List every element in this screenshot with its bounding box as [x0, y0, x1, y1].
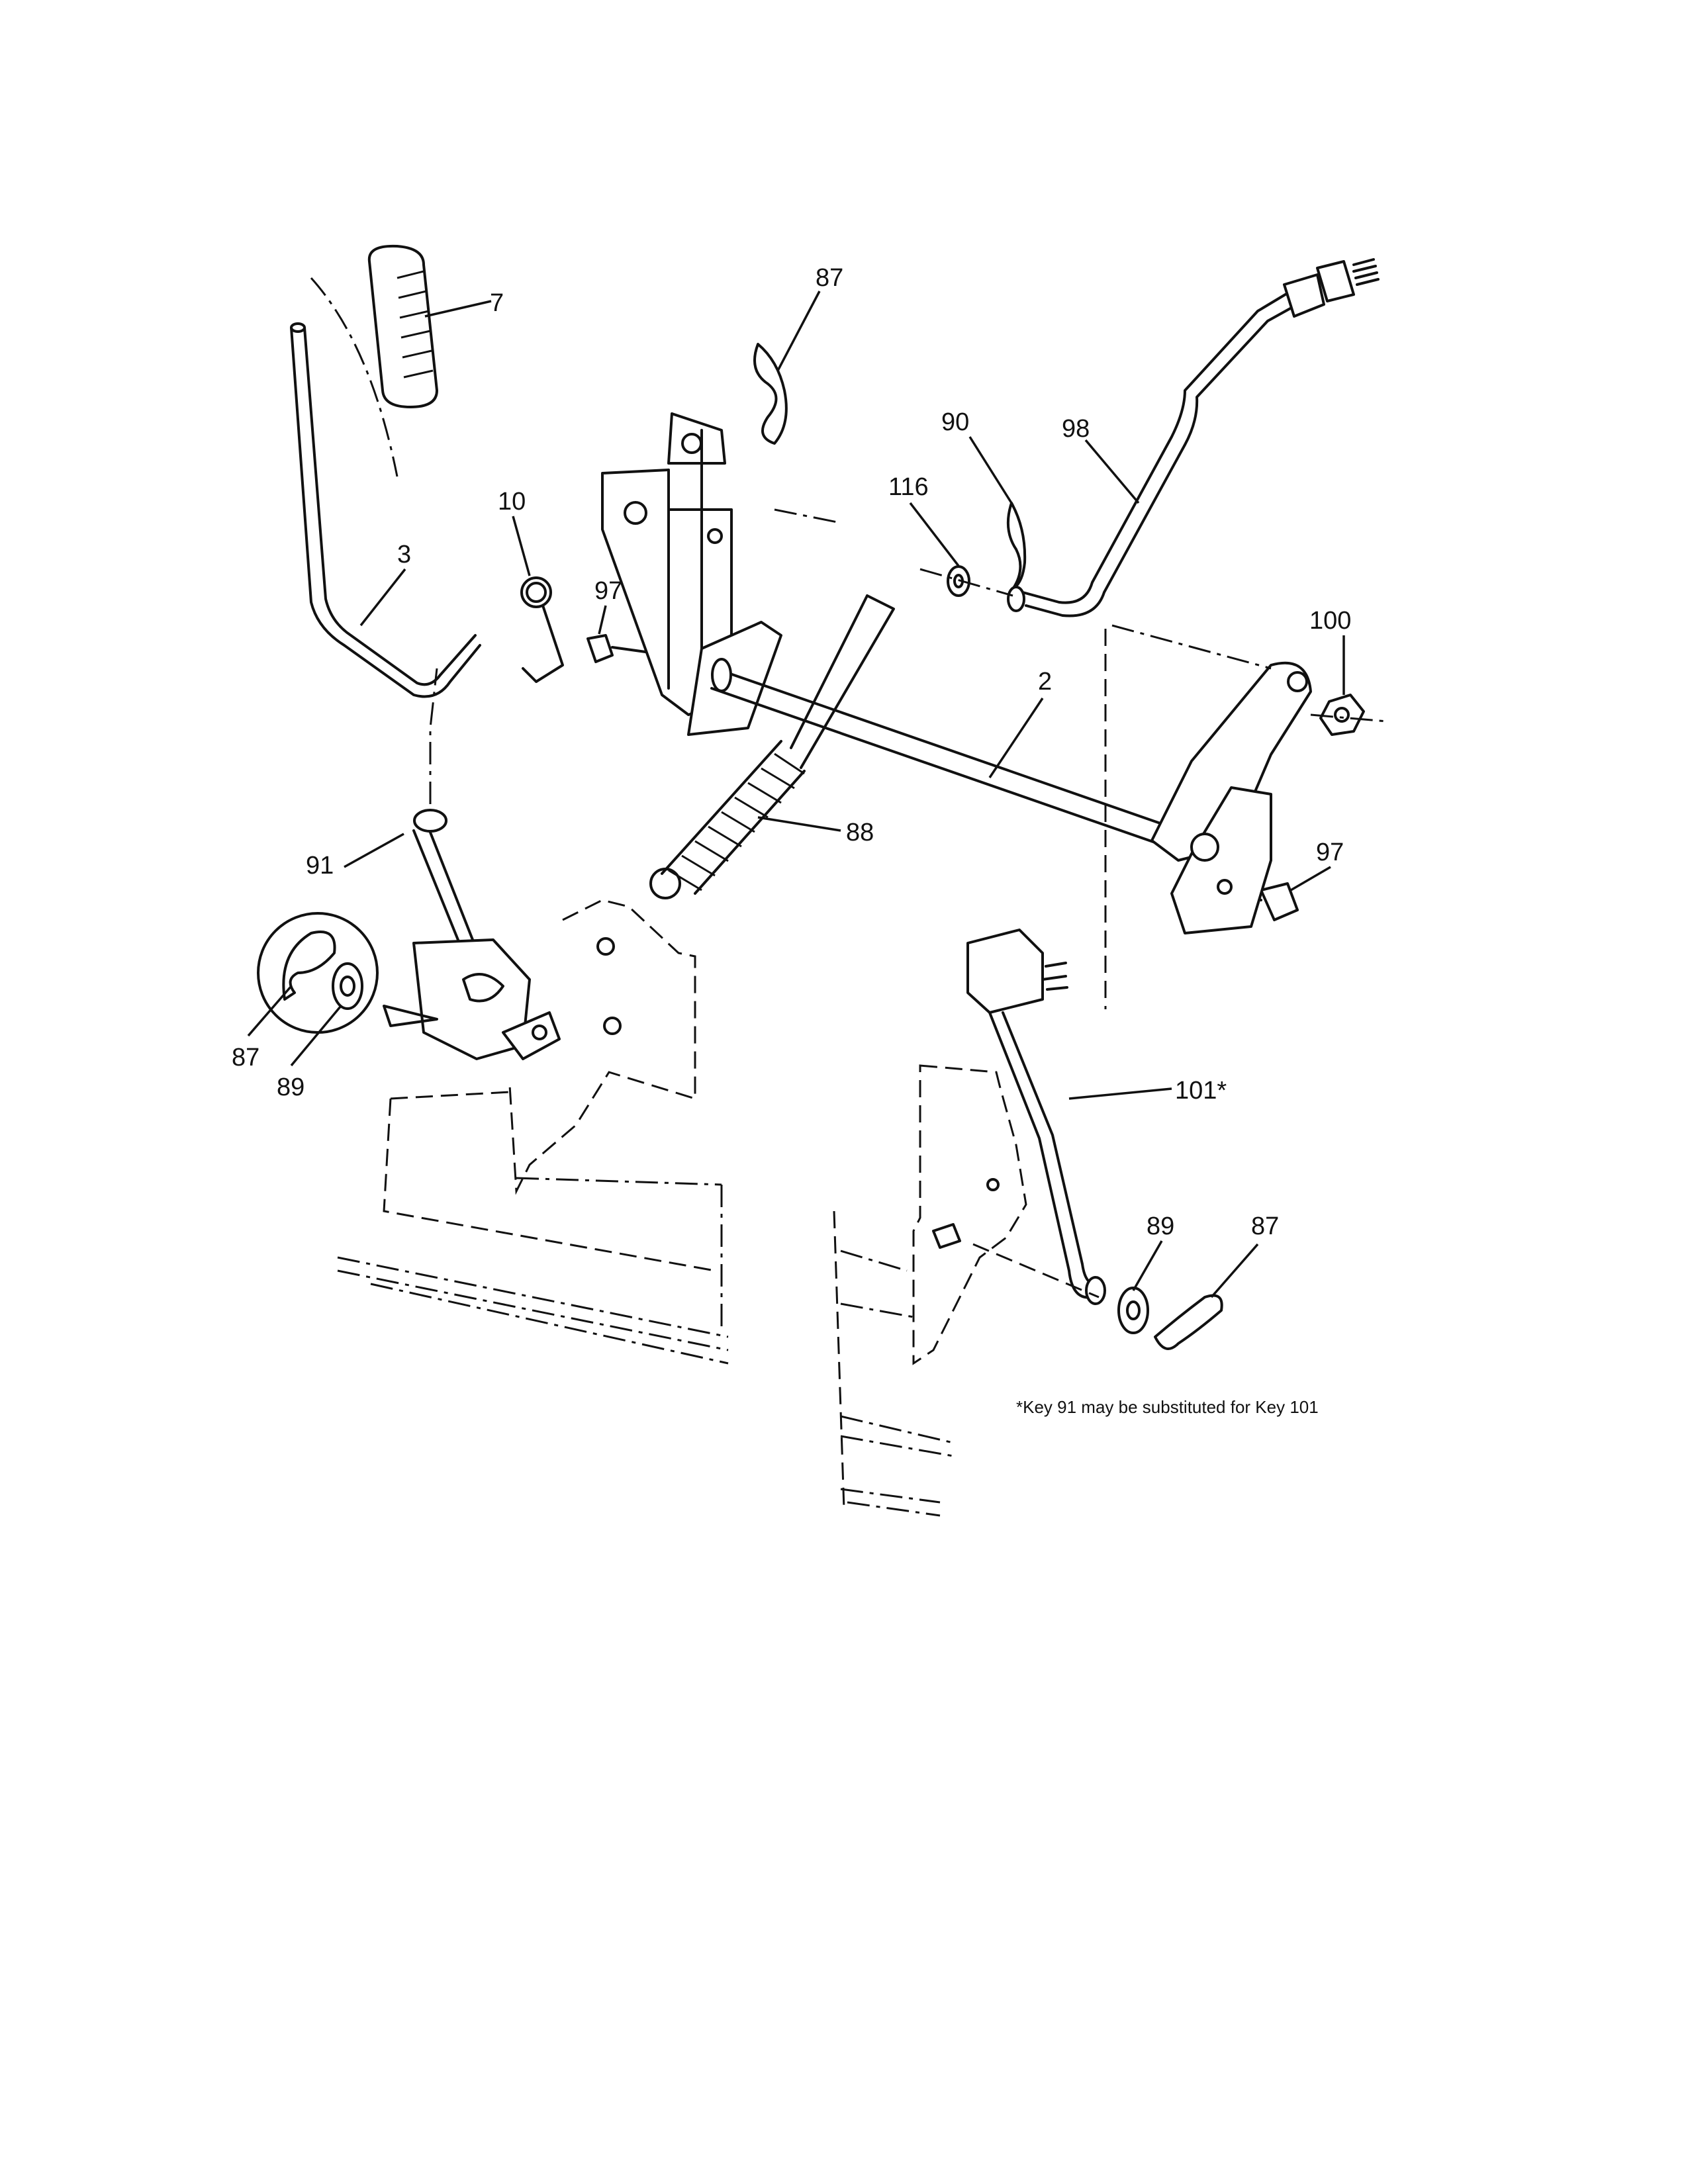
lift-shaft-part-2 [710, 658, 1173, 848]
handle-grip-part-7 [367, 244, 438, 408]
substitution-footnote: *Key 91 may be substituted for Key 101 [1016, 1397, 1319, 1417]
callout-116: 116 [888, 473, 929, 501]
leader-89-right [1132, 1240, 1163, 1291]
lift-bracket-assembly [601, 412, 782, 736]
shoulder-bolt-part-97-left [586, 634, 647, 663]
left-deck-side-plate [337, 899, 729, 1365]
lift-link-part-91 [412, 809, 482, 961]
rod-assembly-line [774, 508, 1013, 597]
locknut-part-100 [1319, 694, 1365, 736]
flat-washer-part-89-right [1117, 1287, 1149, 1334]
extension-spring-part-88 [649, 594, 895, 899]
callout-87-right: 87 [1251, 1212, 1279, 1240]
callout-89-inset: 89 [277, 1073, 305, 1101]
inset-detail-circle [257, 912, 438, 1034]
leader-lines [247, 291, 1345, 1298]
leader-88 [757, 816, 841, 832]
leader-98 [1084, 439, 1140, 504]
callout-100: 100 [1309, 607, 1351, 635]
hairpin-clip-part-87-right [1154, 1294, 1223, 1350]
leader-101 [1068, 1087, 1172, 1100]
leader-87-top [776, 291, 821, 371]
callout-90: 90 [941, 408, 969, 436]
callout-97-right: 97 [1316, 839, 1344, 866]
callout-91: 91 [306, 852, 334, 880]
callout-3: 3 [397, 541, 411, 569]
callout-89-right: 89 [1147, 1212, 1174, 1240]
link-assembly-line [429, 668, 438, 804]
callout-87-inset: 87 [232, 1044, 259, 1071]
callout-2: 2 [1038, 668, 1052, 696]
leader-10 [512, 516, 531, 576]
torsion-spring-part-10 [520, 576, 564, 683]
callout-97-left: 97 [594, 577, 622, 605]
leader-91 [344, 833, 404, 868]
callout-88: 88 [846, 819, 874, 846]
callout-10: 10 [498, 488, 526, 516]
leader-89-inset [290, 1005, 342, 1067]
leader-87-inset [247, 985, 293, 1037]
hairpin-clip-part-87-top [753, 343, 788, 445]
callout-98: 98 [1062, 415, 1090, 443]
hairpin-clip-part-90 [1006, 502, 1027, 590]
callout-101: 101* [1175, 1077, 1227, 1105]
callout-87-top: 87 [816, 264, 843, 292]
leader-97-right [1290, 866, 1331, 891]
leader-87-right [1210, 1243, 1259, 1298]
leader-2 [988, 698, 1044, 778]
right-lift-arm [1150, 661, 1312, 934]
callout-7: 7 [490, 289, 504, 317]
leader-97-left [598, 605, 607, 635]
right-deck-side-plate [833, 1064, 1100, 1517]
lift-link-rod-part-98 [1007, 258, 1380, 617]
leader-7 [424, 300, 492, 318]
callout-labels: 7 87 90 98 116 10 3 97 100 2 88 97 91 87… [232, 264, 1351, 1240]
leader-3 [359, 568, 406, 627]
right-arm-assembly-line [1111, 624, 1387, 723]
leader-90 [968, 436, 1013, 504]
leader-116 [909, 502, 960, 567]
left-deck-hanger-bracket [412, 938, 561, 1060]
handle-assembly-line [310, 277, 399, 477]
lift-link-part-101 [966, 929, 1106, 1305]
